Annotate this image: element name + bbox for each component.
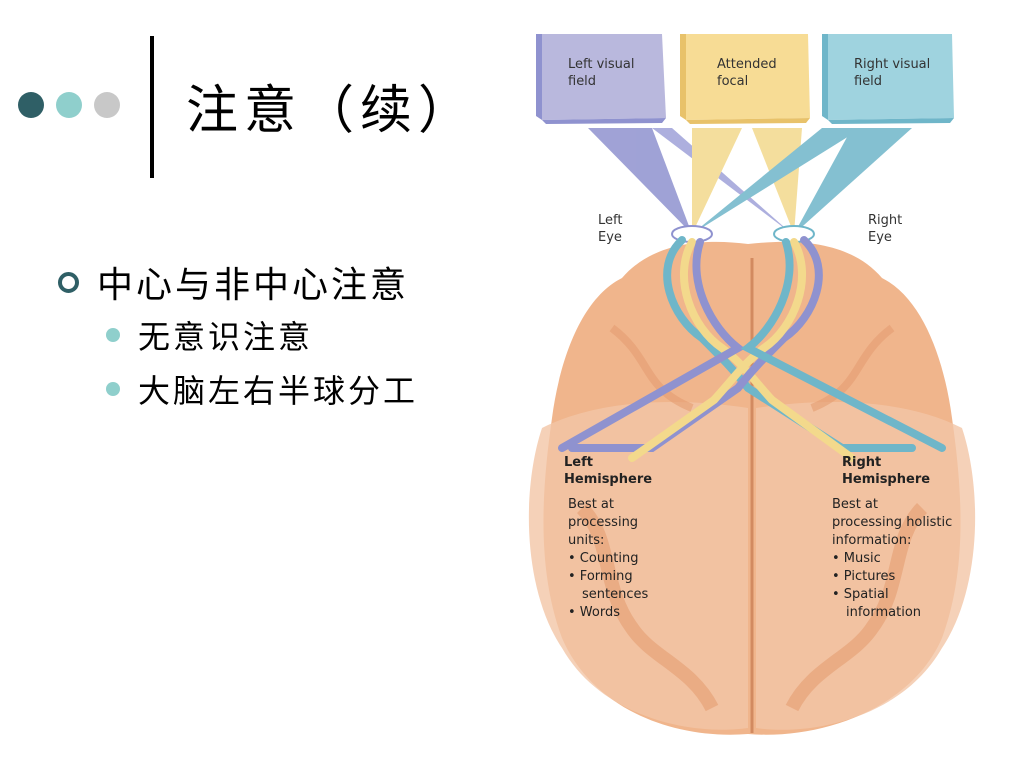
eye-label-line: Eye <box>868 230 892 245</box>
decoration-dot-gray <box>94 92 120 118</box>
right-eye-label: Right Eye <box>868 213 902 245</box>
hemisphere-item: • Forming <box>568 569 633 584</box>
box-label-line: Attended <box>717 57 777 72</box>
title-divider <box>150 36 154 178</box>
hemisphere-item: • Spatial <box>832 587 889 602</box>
slide-title: 注意（续） <box>186 81 477 141</box>
hemisphere-desc-line: information: <box>832 533 911 548</box>
bullet-main-text: 中心与非中心注意 <box>97 265 410 306</box>
bullet-sub-text: 无意识注意 <box>138 318 314 356</box>
brain-diagram: Left visual field Attended focal Right v… <box>528 34 976 735</box>
eye-label-line: Right <box>868 213 902 228</box>
hemisphere-title-line: Hemisphere <box>564 472 652 487</box>
right-hemisphere-text: Right Hemisphere Best at processing holi… <box>832 455 952 620</box>
hemisphere-title-line: Right <box>842 455 881 470</box>
eye-label-line: Left <box>598 213 622 228</box>
optic-tracts <box>558 236 946 462</box>
hemisphere-title-line: Hemisphere <box>842 472 930 487</box>
decoration-dot-dark <box>18 92 44 118</box>
box-label-line: focal <box>717 74 748 89</box>
light-beams <box>588 128 912 234</box>
eye-label-line: Eye <box>598 230 622 245</box>
hemisphere-item: • Pictures <box>832 569 896 584</box>
bullet-sub-text: 大脑左右半球分工 <box>138 372 419 410</box>
hemisphere-item: sentences <box>582 587 648 602</box>
bullet-level2: 无意识注意 <box>106 308 498 362</box>
hemisphere-title-line: Left <box>564 455 593 470</box>
box-label-line: field <box>568 74 596 89</box>
left-hemisphere-text: Left Hemisphere Best at processing units… <box>564 455 652 620</box>
hemisphere-item: • Words <box>568 605 620 620</box>
hemisphere-desc-line: processing <box>568 515 638 530</box>
hemisphere-item: information <box>846 605 921 620</box>
left-visual-field-label: Left visual field <box>568 57 635 89</box>
hemisphere-desc-line: Best at <box>568 497 614 512</box>
attended-focal-label: Attended focal <box>717 57 777 89</box>
attended-focal-box <box>680 34 810 124</box>
hemisphere-item: • Music <box>832 551 881 566</box>
box-label-line: Right visual <box>854 57 930 72</box>
box-label-line: field <box>854 74 882 89</box>
title-decoration-dots <box>18 92 120 118</box>
right-visual-field-label: Right visual field <box>854 57 930 89</box>
hemisphere-desc-line: processing holistic <box>832 515 952 530</box>
right-visual-field-box <box>822 34 954 124</box>
hemisphere-item: • Counting <box>568 551 639 566</box>
hemisphere-desc-line: Best at <box>832 497 878 512</box>
decoration-dot-teal <box>56 92 82 118</box>
bullet-list: 中心与非中心注意 无意识注意 大脑左右半球分工 <box>58 256 498 416</box>
bullet-level1: 中心与非中心注意 <box>58 256 498 308</box>
hemisphere-desc-line: units: <box>568 533 604 548</box>
left-eye-label: Left Eye <box>598 213 622 245</box>
ring-bullet-icon <box>58 271 79 293</box>
bullet-level2: 大脑左右半球分工 <box>106 362 498 416</box>
box-label-line: Left visual <box>568 57 635 72</box>
left-visual-field-box <box>536 34 666 124</box>
brain-hemisphere-figure: Left visual field Attended focal Right v… <box>502 28 1002 748</box>
dot-bullet-icon <box>106 382 120 396</box>
brain-shape <box>528 241 976 735</box>
dot-bullet-icon <box>106 328 120 342</box>
